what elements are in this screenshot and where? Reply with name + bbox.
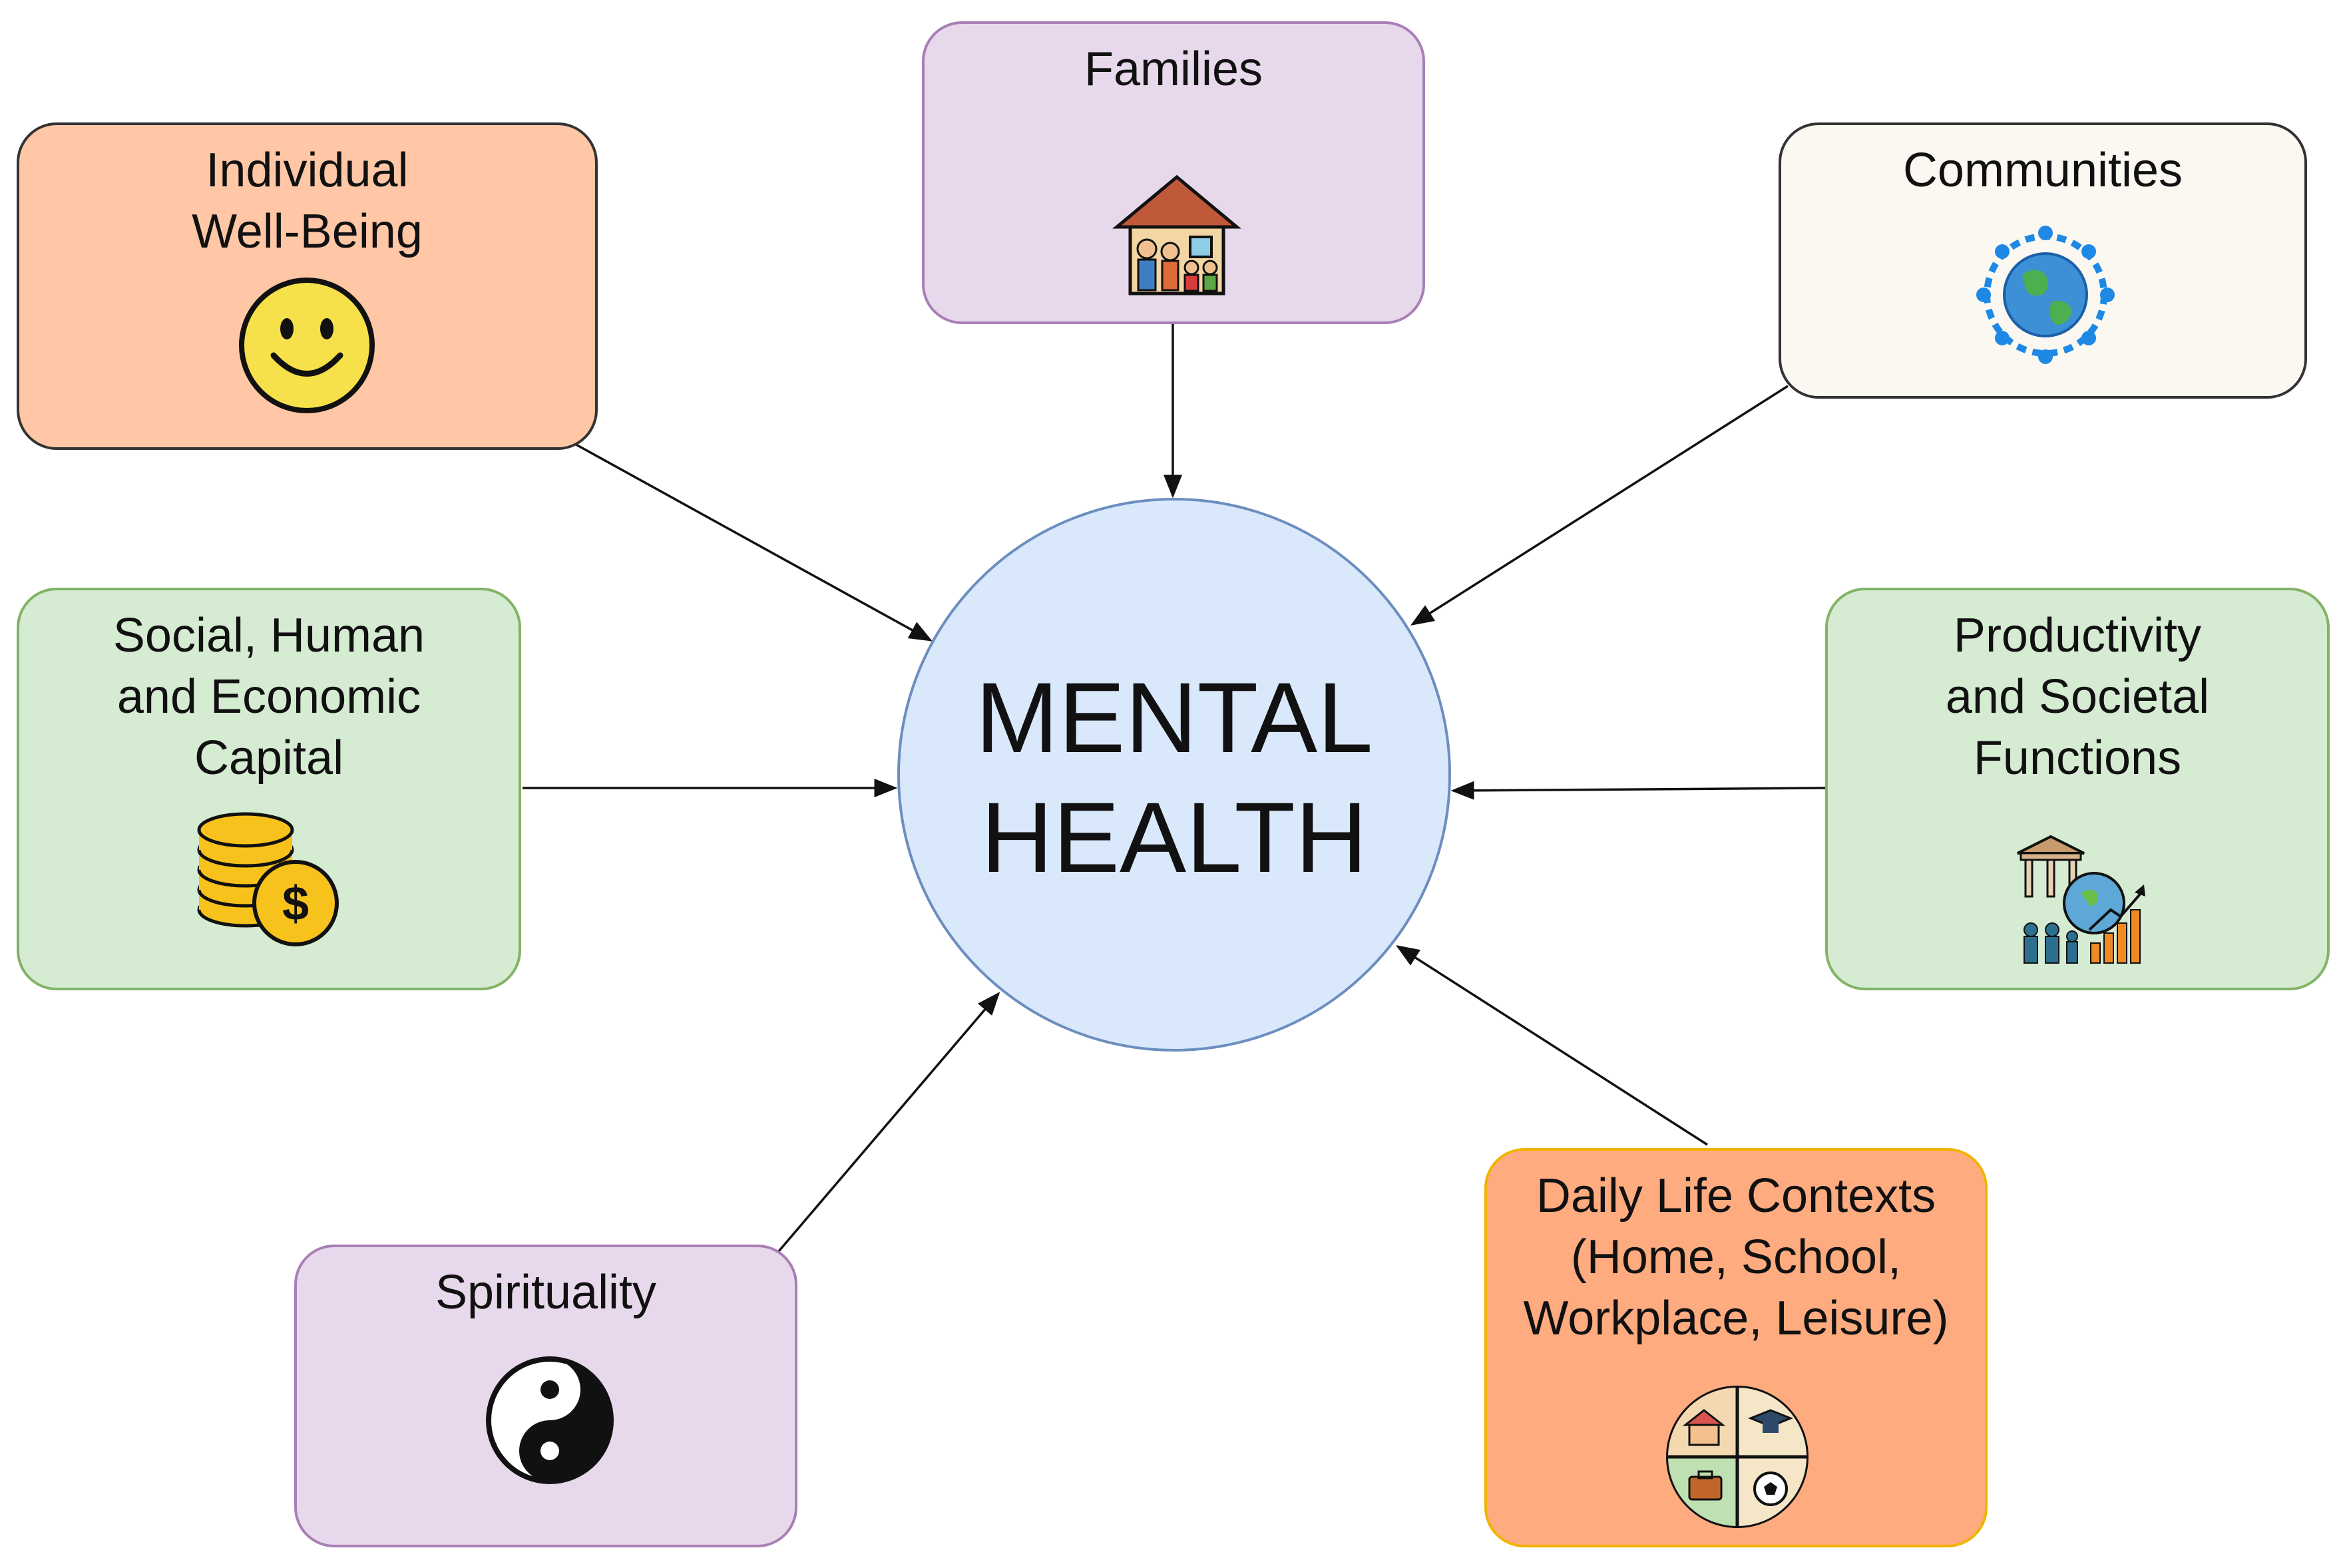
arrow-individual (572, 441, 933, 642)
arrow-productivity (1450, 781, 1826, 800)
center-label: MENTAL HEALTH (975, 662, 1373, 893)
node-individual-label: Individual Well-Being (192, 144, 423, 258)
coins-dollar-icon: $ (197, 812, 339, 946)
svg-text:$: $ (282, 877, 309, 930)
node-daily-label: Daily Life Contexts (Home, School, Workp… (1523, 1169, 1949, 1345)
node-capital-label: Social, Human and Economic Capital (112, 609, 425, 785)
node-productivity: Productivity and Societal Functions (1825, 588, 2330, 990)
node-capital: Social, Human and Economic Capital $ (17, 588, 521, 990)
people-around-globe-icon (1976, 226, 2115, 364)
arrow-daily (1396, 945, 1708, 1146)
smiley-face-icon (239, 278, 375, 413)
node-daily-life: Daily Life Contexts (Home, School, Workp… (1484, 1148, 1988, 1547)
yin-yang-icon (486, 1356, 614, 1484)
arrow-communities (1410, 385, 1789, 626)
node-families-label: Families (1084, 43, 1263, 96)
life-contexts-icon (1666, 1386, 1809, 1528)
family-house-icon (1112, 174, 1241, 295)
node-communities-label: Communities (1902, 144, 2183, 197)
node-families: Families (922, 21, 1425, 324)
center-node: MENTAL HEALTH (897, 498, 1451, 1052)
arrow-spirituality (777, 992, 1000, 1253)
institution-growth-icon (2017, 835, 2145, 964)
node-productivity-label: Productivity and Societal Functions (1945, 609, 2210, 785)
node-spirituality-label: Spirituality (435, 1266, 657, 1319)
node-communities: Communities (1779, 122, 2307, 399)
node-spirituality: Spirituality (294, 1245, 797, 1547)
node-individual-well-being: Individual Well-Being (17, 122, 598, 450)
